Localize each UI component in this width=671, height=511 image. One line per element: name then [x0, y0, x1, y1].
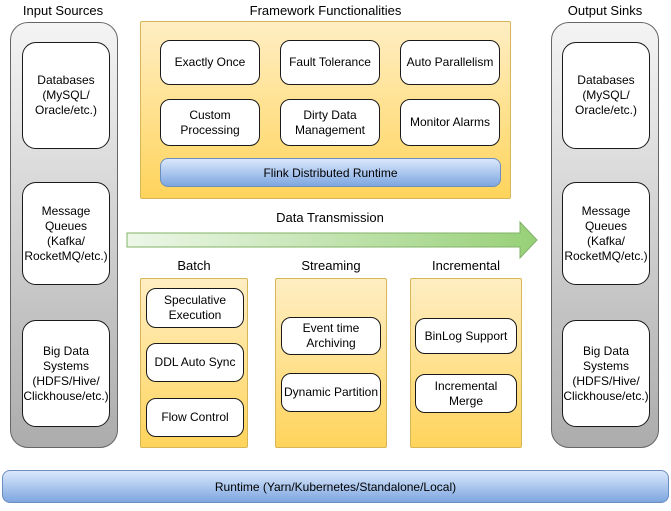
- batch-speculative-execution: Speculative Execution: [146, 288, 244, 328]
- feature-custom-processing: Custom Processing: [160, 99, 260, 146]
- output-sink-message-queues: Message Queues (Kafka/ RocketMQ/etc.): [562, 182, 650, 285]
- data-transmission-arrow: [126, 220, 538, 260]
- streaming-title: Streaming: [301, 258, 361, 273]
- feature-fault-tolerance: Fault Tolerance: [280, 40, 380, 85]
- batch-ddl-auto-sync: DDL Auto Sync: [146, 343, 244, 382]
- incremental-binlog-support: BinLog Support: [415, 318, 517, 354]
- input-sources-title: Input Sources: [22, 3, 104, 18]
- framework-functionalities-title: Framework Functionalities: [249, 3, 402, 18]
- incremental-title: Incremental: [432, 258, 500, 273]
- streaming-event-time-archiving: Event time Archiving: [281, 317, 381, 355]
- feature-auto-parallelism: Auto Parallelism: [400, 40, 500, 85]
- streaming-container: [275, 278, 387, 448]
- data-transmission-label: Data Transmission: [276, 210, 384, 225]
- input-source-databases: Databases (MySQL/ Oracle/etc.): [22, 42, 110, 149]
- batch-title: Batch: [177, 258, 211, 273]
- feature-dirty-data-management: Dirty Data Management: [280, 99, 380, 146]
- output-sink-big-data-systems: Big Data Systems (HDFS/Hive/ Clickhouse/…: [562, 320, 650, 427]
- incremental-merge: Incremental Merge: [415, 374, 517, 413]
- input-source-message-queues: Message Queues (Kafka/ RocketMQ/etc.): [22, 182, 110, 285]
- runtime-bar: Runtime (Yarn/Kubernetes/Standalone/Loca…: [2, 470, 669, 503]
- batch-flow-control: Flow Control: [146, 398, 244, 437]
- output-sinks-title: Output Sinks: [567, 3, 643, 18]
- input-source-big-data-systems: Big Data Systems (HDFS/Hive/ Clickhouse/…: [22, 320, 110, 427]
- flink-distributed-runtime-bar: Flink Distributed Runtime: [160, 158, 501, 187]
- streaming-dynamic-partition: Dynamic Partition: [281, 373, 381, 412]
- feature-exactly-once: Exactly Once: [160, 40, 260, 85]
- incremental-container: [410, 278, 522, 448]
- output-sink-databases: Databases (MySQL/ Oracle/etc.): [562, 42, 650, 149]
- feature-monitor-alarms: Monitor Alarms: [400, 99, 500, 146]
